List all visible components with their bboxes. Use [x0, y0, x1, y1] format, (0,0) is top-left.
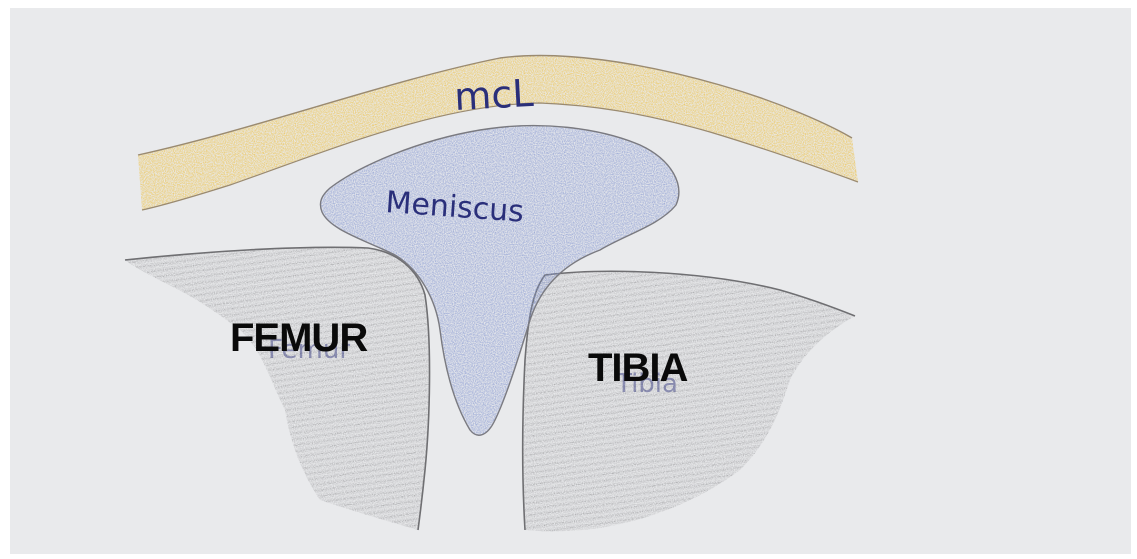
femur-label: FEMUR: [230, 318, 367, 358]
tibia-shape: [523, 271, 855, 531]
tibia-label: TIBIA: [588, 348, 687, 388]
femur-shape: [125, 247, 430, 530]
mcl-handwritten-label: mcL: [453, 71, 534, 119]
